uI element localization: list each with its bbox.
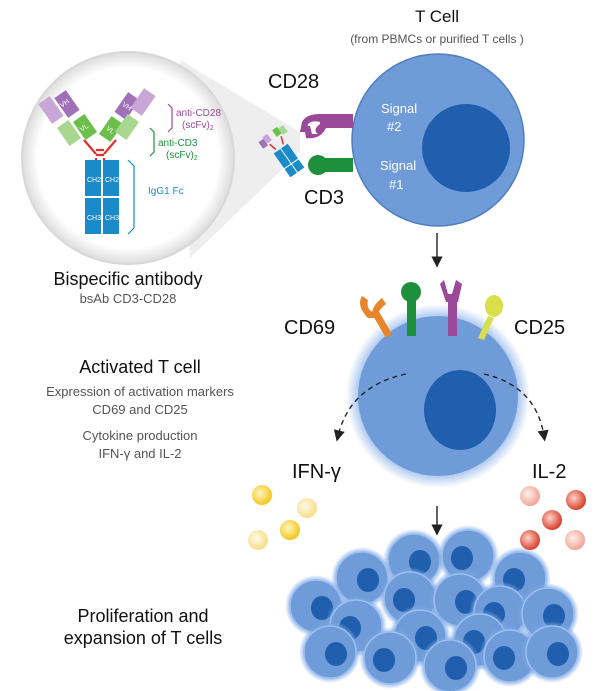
signal-1-line1: Signal: [380, 158, 416, 173]
bound-antibody-small: [258, 125, 305, 178]
cd3-receptor-head: [308, 155, 328, 175]
vl-domain-left-outer: [56, 119, 82, 147]
bracket-anti-cd28: [167, 103, 173, 133]
cd3-receptor-activated: [401, 282, 421, 336]
vh-domain-left: [54, 90, 80, 118]
activated-line3: Cytokine production: [83, 428, 198, 443]
vh-label-left: VH: [59, 98, 71, 109]
proliferating-t-cell: [419, 635, 481, 691]
ch2-label-right: CH2: [105, 177, 119, 184]
anti-cd28-scfv-label: (scFv)2: [182, 120, 214, 132]
cd3-receptor: [322, 158, 353, 172]
ifng-cytokine-dots: [248, 485, 317, 550]
magnifier-circle: [21, 51, 235, 265]
proliferating-cell-cluster: [285, 525, 583, 691]
vl-label-right: VL: [104, 125, 115, 136]
vh-domain-right-outer: [130, 88, 156, 116]
vh-label-right: VH: [120, 101, 132, 112]
antibody-subtitle: bsAb CD3-CD28: [80, 291, 177, 306]
proliferating-t-cell: [299, 621, 361, 683]
il2-label: IL-2: [532, 461, 566, 483]
bracket-anti-cd3: [149, 127, 155, 157]
signal-2-line2: #2: [387, 119, 401, 134]
proliferation-line1: Proliferation and: [77, 606, 208, 626]
t-cell-title: T Cell: [415, 7, 459, 26]
activated-line1: Expression of activation markers: [46, 384, 234, 399]
vl-domain-left: [72, 113, 98, 141]
ch2-domain-left: [85, 160, 101, 196]
anti-cd28-label: anti-CD28: [176, 108, 221, 119]
t-cell-activated: CD69 CD25: [284, 280, 565, 488]
vh-domain-left-outer: [38, 96, 64, 124]
ch3-domain-right: [103, 198, 119, 234]
cd25-receptor: [478, 295, 503, 340]
ch3-label-right: CH3: [105, 215, 119, 222]
cd69-label: CD69: [284, 317, 335, 339]
ch3-domain-left: [85, 198, 101, 234]
t-cell-resting: T Cell (from PBMCs or purified T cells )…: [258, 7, 525, 227]
ifng-secretion-arrow: [333, 373, 407, 442]
hinge-region: [83, 139, 117, 160]
proliferating-t-cell: [331, 547, 393, 609]
signal-2-line1: Signal: [381, 101, 417, 116]
antibody-title: Bispecific antibody: [53, 269, 202, 289]
anti-cd3-label: anti-CD3: [158, 138, 198, 149]
bispecific-antibody-diagram: VH VL VH VL CH2 CH2 CH3 CH3 anti-CD28 (s…: [38, 88, 221, 235]
cd28-receptor: [300, 114, 353, 139]
vh-domain-right: [114, 92, 140, 120]
proliferating-t-cell: [479, 625, 541, 687]
proliferation-line2: expansion of T cells: [64, 628, 222, 648]
il2-cytokine-dots: [520, 486, 586, 550]
cd25-label: CD25: [514, 317, 565, 339]
cd3-label: CD3: [304, 187, 344, 209]
vl-label-left: VL: [79, 123, 90, 134]
ifng-label: IFN-γ: [292, 461, 341, 483]
t-cell-nucleus: [422, 104, 510, 192]
activated-cell-nucleus: [424, 370, 496, 450]
cd69-receptor: [360, 296, 392, 338]
ch2-domain-right: [103, 160, 119, 196]
proliferating-t-cell: [359, 627, 421, 689]
cd28-receptor-activated: [440, 280, 462, 336]
fc-label: IgG1 Fc: [148, 186, 184, 197]
activated-heading: Activated T cell: [79, 357, 200, 377]
ch3-label-left: CH3: [87, 215, 101, 222]
zoom-callout: [21, 51, 300, 265]
t-cell-subtitle: (from PBMCs or purified T cells ): [350, 32, 524, 46]
ch2-label-left: CH2: [87, 177, 101, 184]
vl-domain-right-outer: [114, 113, 140, 141]
cd28-label: CD28: [268, 71, 319, 93]
vl-domain-right: [98, 115, 124, 143]
il2-secretion-arrow: [483, 373, 549, 442]
activated-line2: CD69 and CD25: [92, 402, 187, 417]
signal-1-line2: #1: [389, 177, 403, 192]
proliferating-t-cell: [521, 621, 583, 683]
bracket-fc: [127, 159, 135, 235]
anti-cd3-scfv-label: (scFv)2: [166, 150, 198, 162]
activated-line4: IFN-γ and IL-2: [98, 446, 181, 461]
